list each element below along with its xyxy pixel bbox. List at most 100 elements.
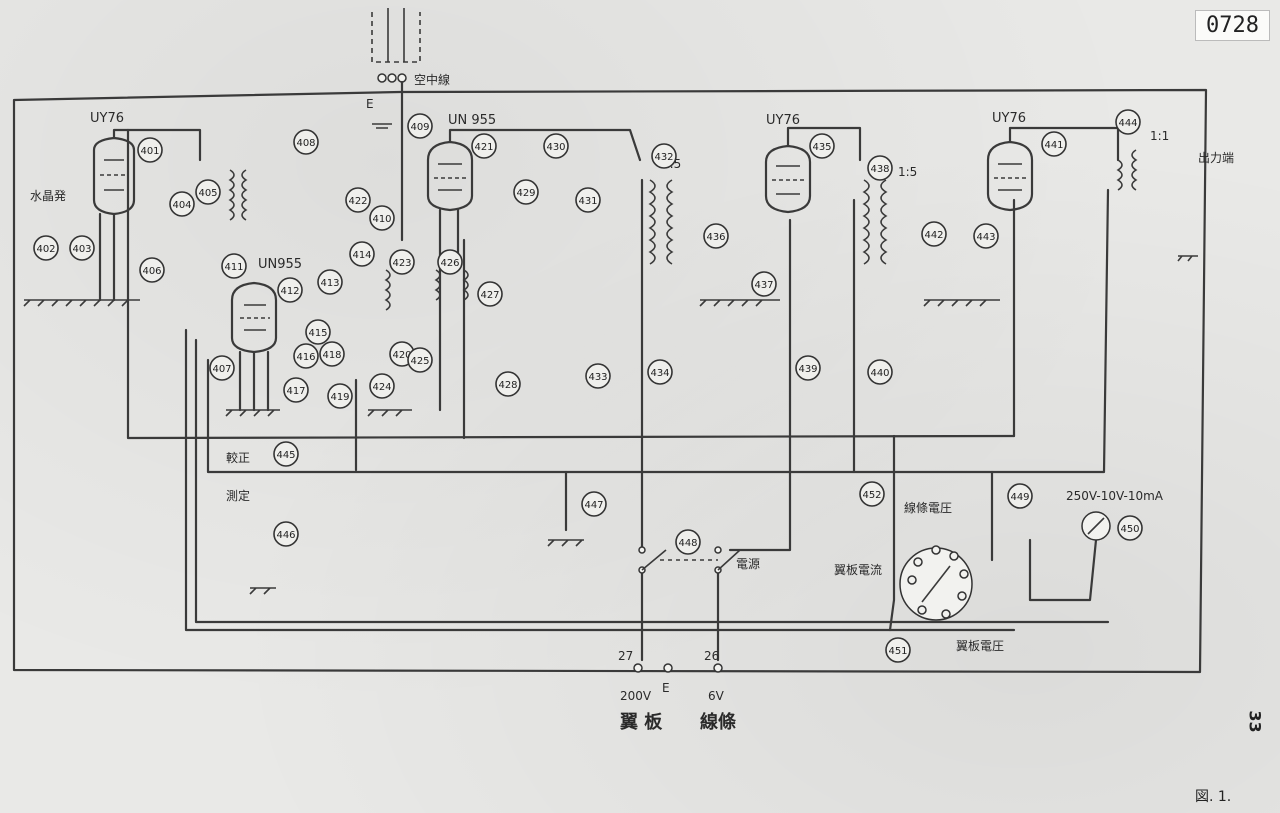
note-power: 電源	[736, 557, 760, 571]
part-411: 411	[221, 253, 247, 279]
part-label: 430	[546, 142, 565, 153]
note-crystal: 水晶発	[30, 189, 66, 203]
part-label: 419	[330, 392, 349, 403]
part-446: 446	[273, 521, 299, 547]
part-label: 410	[372, 214, 391, 225]
part-444: 444	[1115, 109, 1141, 135]
part-408: 408	[293, 129, 319, 155]
note-ratio-3: 1:5	[898, 165, 917, 179]
part-label: 401	[140, 146, 159, 157]
tube-v1	[92, 128, 202, 302]
part-452: 452	[859, 481, 885, 507]
part-label: 429	[516, 188, 535, 199]
part-431: 431	[575, 187, 601, 213]
part-label: 413	[320, 278, 339, 289]
part-447: 447	[581, 491, 607, 517]
part-label: 412	[280, 286, 299, 297]
part-439: 439	[795, 355, 821, 381]
part-433: 433	[585, 363, 611, 389]
tube-v2	[230, 281, 278, 412]
part-label: 402	[36, 244, 55, 255]
tube-label-v2: UN955	[258, 257, 302, 272]
power-switch	[638, 546, 741, 574]
part-label: 417	[286, 386, 305, 397]
note-plate-current: 翼板電流	[834, 563, 882, 577]
part-label: 427	[480, 290, 499, 301]
part-443: 443	[973, 223, 999, 249]
note-plate-label: 翼 板	[619, 711, 663, 733]
part-label: 434	[650, 368, 669, 379]
part-407: 407	[209, 355, 235, 381]
figure-label: 図. 1.	[1195, 789, 1232, 805]
part-label: 449	[1010, 492, 1029, 503]
part-435: 435	[809, 133, 835, 159]
part-label: 428	[498, 380, 517, 391]
part-437: 437	[751, 271, 777, 297]
ground-symbols	[23, 255, 1198, 595]
part-449: 449	[1007, 483, 1033, 509]
part-label: 433	[588, 372, 607, 383]
tube-label-v3: UN 955	[448, 113, 496, 128]
tube-v4	[764, 126, 862, 214]
part-label: 435	[812, 142, 831, 153]
part-415: 415	[305, 319, 331, 345]
part-label: 445	[276, 450, 295, 461]
part-402: 402	[33, 235, 59, 261]
part-label: 452	[862, 490, 881, 501]
part-423: 423	[389, 249, 415, 275]
page-number: 33	[1245, 710, 1265, 733]
part-label: 424	[372, 382, 391, 393]
part-412: 412	[277, 277, 303, 303]
part-432: 432	[651, 143, 677, 169]
part-label: 406	[142, 266, 161, 277]
part-430: 430	[543, 133, 569, 159]
part-label: 442	[924, 230, 943, 241]
bottom-terminals	[633, 663, 723, 673]
part-448: 448	[675, 529, 701, 555]
note-filament-label: 線條	[700, 711, 737, 733]
part-450: 450	[1117, 515, 1143, 541]
part-label: 447	[584, 500, 603, 511]
note-200v: 200V	[620, 689, 652, 703]
part-427: 427	[477, 281, 503, 307]
transformers	[228, 149, 1138, 311]
part-label: 404	[172, 200, 191, 211]
part-434: 434	[647, 359, 673, 385]
note-terminal-27: 27	[618, 649, 633, 663]
part-403: 403	[69, 235, 95, 261]
antenna-terminal	[371, 8, 421, 242]
part-label: 411	[224, 262, 243, 273]
part-label: 443	[976, 232, 995, 243]
document-number: 0728	[1195, 10, 1270, 41]
part-429: 429	[513, 179, 539, 205]
part-label: 444	[1118, 118, 1137, 129]
part-421: 421	[471, 133, 497, 159]
part-label: 437	[754, 280, 773, 291]
part-label: 432	[654, 152, 673, 163]
part-label: 416	[296, 352, 315, 363]
part-425: 425	[407, 347, 433, 373]
part-422: 422	[345, 187, 371, 213]
part-409: 409	[407, 113, 433, 139]
part-label: 441	[1044, 140, 1063, 151]
part-405: 405	[195, 179, 221, 205]
part-label: 407	[212, 364, 231, 375]
part-label: 436	[706, 232, 725, 243]
tube-label-v4: UY76	[766, 113, 800, 128]
part-445: 445	[273, 441, 299, 467]
part-418: 418	[319, 341, 345, 367]
part-401: 401	[137, 137, 163, 163]
tube-label-v1: UY76	[90, 111, 124, 126]
note-e-ground: E	[662, 681, 670, 695]
part-label: 422	[348, 196, 367, 207]
part-440: 440	[867, 359, 893, 385]
note-antenna: 空中線	[414, 72, 450, 87]
tube-v5	[986, 126, 1120, 212]
part-417: 417	[283, 377, 309, 403]
part-label: 403	[72, 244, 91, 255]
note-plate-voltage: 翼板電圧	[956, 639, 1004, 653]
note-meter-range: 250V-10V-10mA	[1066, 489, 1164, 503]
part-label: 448	[678, 538, 697, 549]
